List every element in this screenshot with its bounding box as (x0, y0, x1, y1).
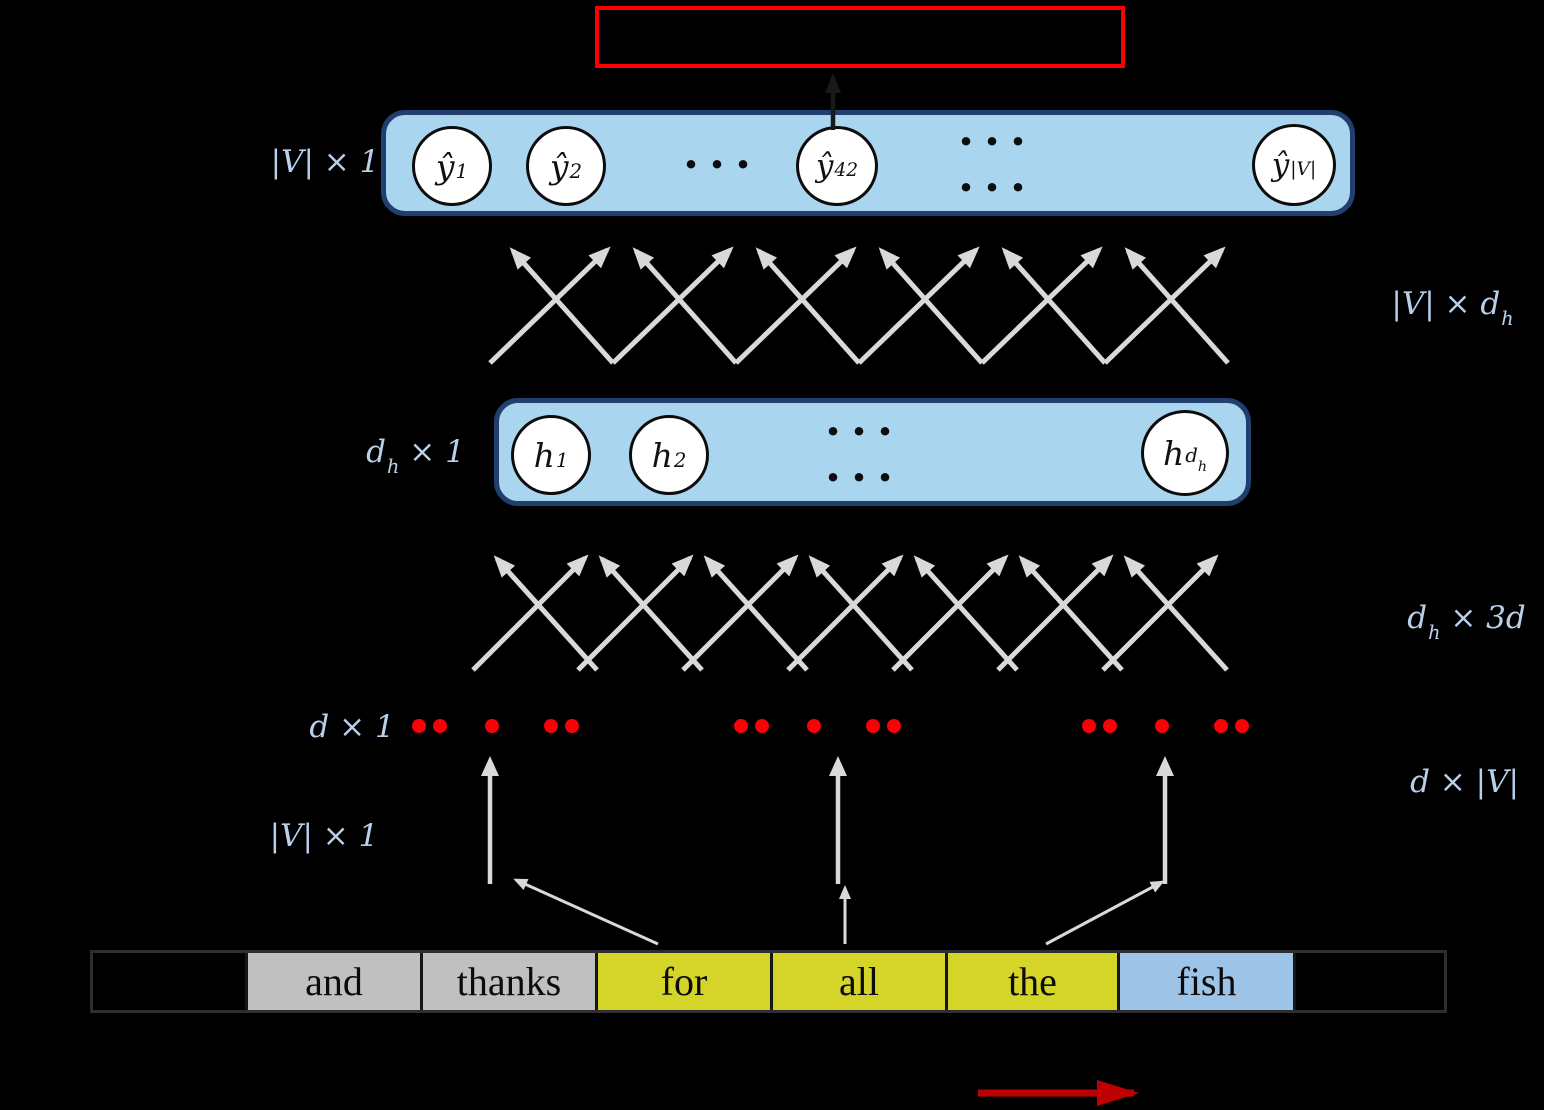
unit-sub-d: d (1185, 444, 1198, 468)
unit-label: ŷ (1271, 146, 1290, 183)
weight-arrow (493, 555, 599, 672)
weight-arrow (1018, 555, 1124, 672)
weight-arrow (611, 246, 734, 365)
word-cell-empty-right (1293, 953, 1444, 1010)
unit-label: h (1162, 433, 1185, 473)
weight-arrow (857, 246, 980, 365)
weight-arrow (1101, 554, 1219, 672)
embedding-dot (1155, 719, 1169, 733)
unit-label: h (533, 435, 555, 475)
output-unit-yV: ŷ|V| (1252, 124, 1336, 206)
embedding-dot (1235, 719, 1249, 733)
unit-sub: 2 (673, 448, 687, 472)
upper-weight-dim-label: |V| × dh (1365, 286, 1540, 330)
projection-dim-label: d × |V| (1410, 764, 1519, 800)
weight-arrow (980, 246, 1103, 365)
weight-arrow (681, 554, 799, 672)
output-layer-ellipsis-2: ··· ··· (958, 114, 1037, 214)
embedding-dot (1082, 719, 1096, 733)
word-arrow (513, 878, 659, 946)
context-word-row: and thanks for all the fish (90, 950, 1447, 1013)
word-cell-all: all (770, 953, 945, 1010)
weight-arrow (913, 555, 1019, 672)
weight-arrow (488, 246, 611, 365)
embedding-dot (866, 719, 880, 733)
weight-arrow (996, 554, 1114, 672)
label-text: × 3d (1440, 600, 1526, 636)
upper-weight-arrows (488, 246, 1230, 365)
embedding-dim-label: d × 1 (309, 709, 395, 745)
hidden-layer-ellipsis: ··· ··· (825, 404, 904, 504)
word-cell-and: and (245, 953, 420, 1010)
weight-arrow (632, 247, 738, 365)
output-layer-ellipsis: ··· (682, 137, 762, 191)
weight-arrow (576, 554, 694, 672)
weight-arrow (878, 247, 984, 365)
embedding-dot (1214, 719, 1228, 733)
weight-arrow (786, 554, 904, 672)
embedding-dot (485, 719, 499, 733)
weight-arrow (734, 246, 857, 365)
label-text: d (366, 434, 387, 470)
unit-label: ŷ (815, 147, 834, 184)
word-cell-fish: fish (1117, 953, 1293, 1010)
label-text: × 1 (399, 434, 465, 470)
embedding-dot (734, 719, 748, 733)
weight-arrow (703, 555, 809, 672)
embedding-dot (565, 719, 579, 733)
weight-arrow (755, 247, 861, 365)
onehot-to-embedding-arrows (481, 756, 1174, 884)
weight-arrow (1123, 555, 1229, 672)
hidden-dim-label: dh × 1 (348, 434, 483, 478)
unit-label: h (651, 435, 673, 475)
weight-arrow (471, 554, 589, 672)
label-sub: h (1428, 621, 1441, 645)
hidden-layer-box (494, 398, 1251, 506)
output-dim-label: |V| × 1 (270, 144, 380, 180)
label-sub: h (1501, 307, 1514, 331)
word-arrow (1045, 880, 1165, 946)
embedding-dot (433, 719, 447, 733)
weight-arrow (891, 554, 1009, 672)
weight-arrow (1103, 246, 1226, 365)
word-cell-the: the (945, 953, 1117, 1010)
weight-arrow (509, 247, 615, 365)
output-distribution-box (595, 6, 1125, 68)
unit-sub: dh (1185, 444, 1207, 474)
unit-subsub-h: h (1197, 458, 1208, 475)
onehot-dim-label: |V| × 1 (269, 818, 379, 854)
embedding-dot-vectors (412, 719, 1249, 733)
weight-arrow (598, 555, 704, 672)
word-cell-for: for (595, 953, 770, 1010)
unit-sub: 1 (455, 159, 469, 183)
unit-label: ŷ (549, 146, 569, 186)
unit-sub: 1 (555, 448, 569, 472)
unit-sub: 42 (834, 159, 859, 181)
unit-label: ŷ (435, 146, 455, 186)
embedding-dot (887, 719, 901, 733)
label-sub: h (387, 455, 400, 479)
unit-sub: 2 (569, 159, 583, 183)
unit-sub: |V| (1290, 158, 1317, 180)
weight-arrow (808, 555, 914, 672)
embedding-dot (807, 719, 821, 733)
word-cell-thanks: thanks (420, 953, 595, 1010)
embedding-dot (1103, 719, 1117, 733)
embedding-dot (755, 719, 769, 733)
word-to-onehot-arrows (513, 878, 1165, 946)
weight-arrow (1124, 247, 1230, 365)
word-cell-empty-left (93, 953, 245, 1010)
label-text: |V| × d (1391, 286, 1501, 322)
embedding-dot (544, 719, 558, 733)
label-text: d (1407, 600, 1428, 636)
lower-weight-arrows (471, 554, 1229, 672)
weight-arrow (1001, 247, 1107, 365)
lower-weight-dim-label: dh × 3d (1379, 600, 1544, 644)
